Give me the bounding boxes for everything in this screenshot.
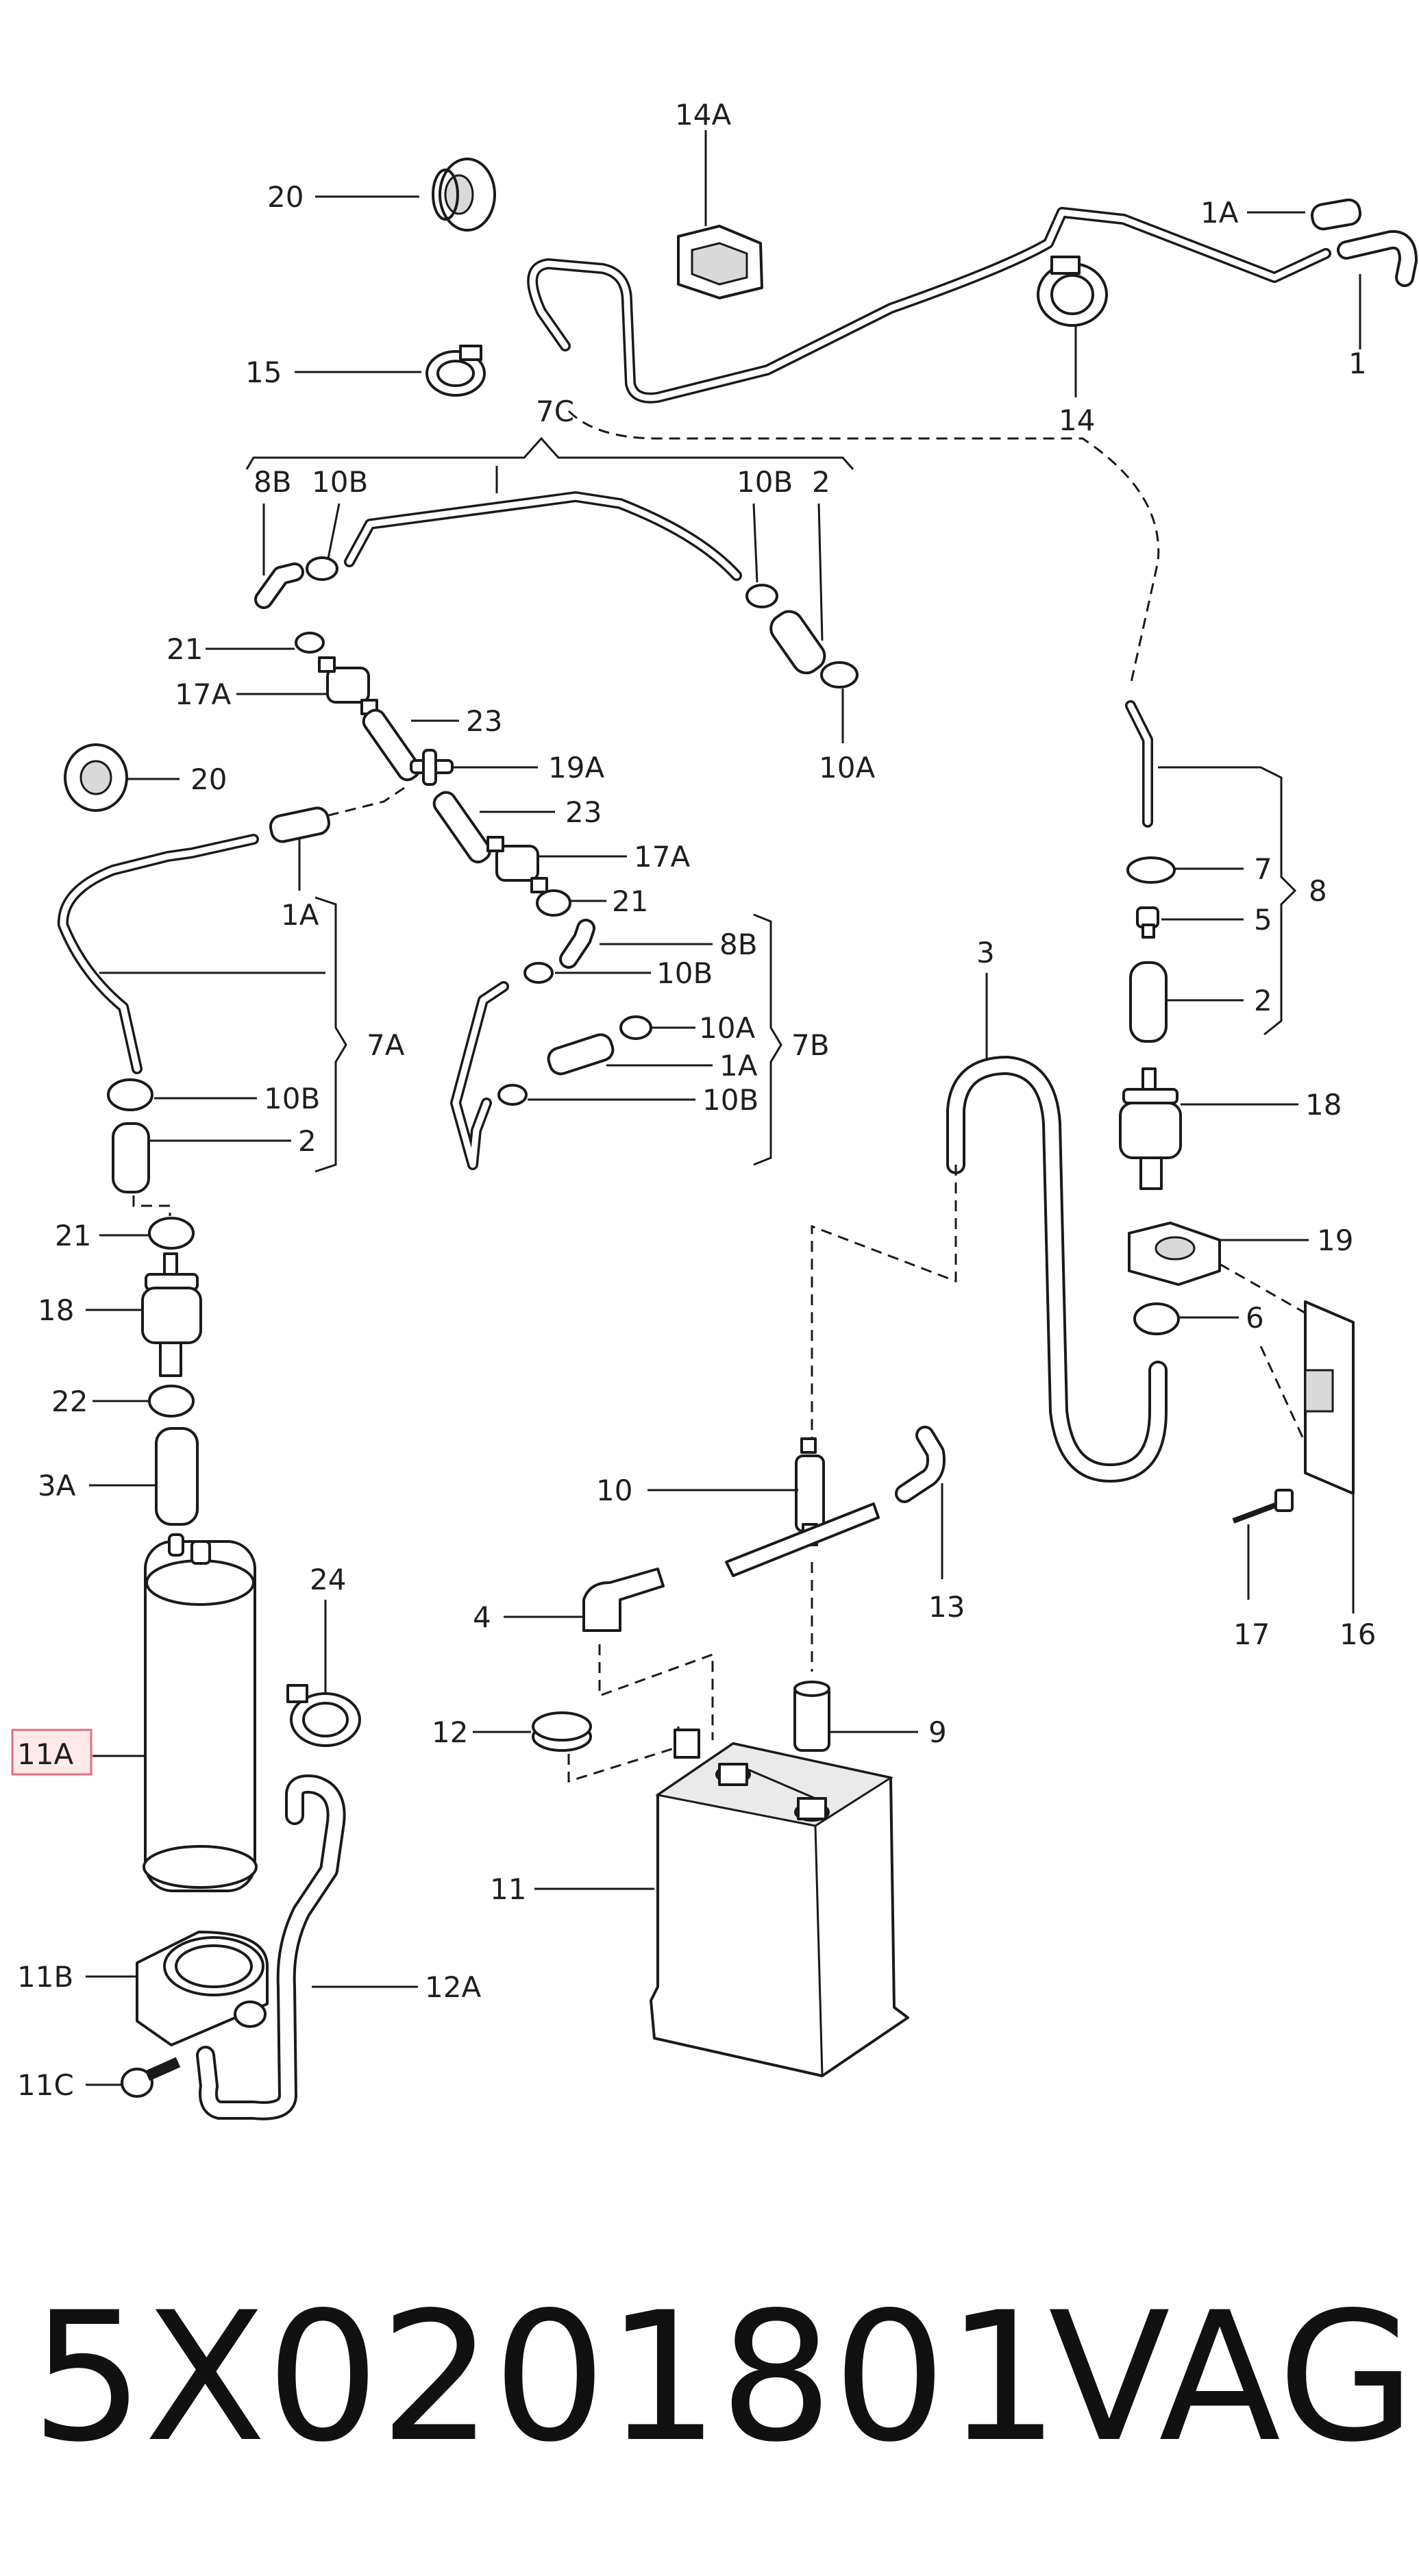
label-19A: 19A (548, 751, 604, 784)
label-13: 13 (928, 1590, 965, 1624)
label-20-mid: 20 (190, 763, 227, 796)
label-11A-highlight (11, 1729, 92, 1776)
label-11: 11 (490, 1872, 526, 1906)
label-10B-e: 10B (264, 1082, 320, 1115)
label-16: 16 (1340, 1618, 1376, 1651)
filter-18-right (1119, 1067, 1182, 1190)
label-17: 17 (1233, 1618, 1270, 1651)
label-2-a: 2 (812, 465, 830, 499)
label-10A-a: 10A (819, 751, 875, 784)
label-1A-b: 1A (719, 1049, 758, 1082)
bracket-plate-16 (1304, 1300, 1355, 1495)
label-21-c: 21 (55, 1219, 91, 1252)
filter-18-left (141, 1252, 202, 1377)
label-8B-b: 8B (719, 928, 758, 961)
label-6: 6 (1246, 1301, 1264, 1335)
label-10B-c: 10B (656, 956, 713, 990)
label-7B: 7B (791, 1028, 830, 1062)
label-17A-b: 17A (634, 840, 690, 874)
screw-17 (1232, 1489, 1294, 1524)
label-11A: 11A (17, 1737, 73, 1771)
clamp-24 (286, 1684, 361, 1747)
label-7A: 7A (367, 1028, 405, 1062)
label-2-c: 2 (1254, 984, 1272, 1017)
canister-box-11 (650, 1729, 909, 2077)
label-10B-d: 10B (702, 1083, 758, 1117)
valve-17A-b (486, 836, 548, 893)
screw-11C (121, 2057, 181, 2098)
fitting-5 (1136, 906, 1159, 939)
label-23-b: 23 (565, 795, 602, 829)
label-11B: 11B (17, 1960, 73, 1994)
cross-fitting-10 (725, 1437, 880, 1577)
elbow-cap-4 (582, 1568, 665, 1632)
label-12A: 12A (425, 1970, 481, 2004)
label-10A-b: 10A (699, 1011, 755, 1045)
label-7: 7 (1254, 852, 1272, 886)
clip-14A (677, 225, 763, 299)
bracket-19 (1128, 1222, 1221, 1286)
label-22: 22 (51, 1385, 88, 1418)
label-18-left: 18 (38, 1293, 74, 1327)
label-14: 14 (1059, 404, 1095, 437)
label-10B-a: 10B (312, 465, 368, 499)
label-1A-top: 1A (1200, 196, 1239, 230)
label-5: 5 (1254, 903, 1272, 937)
label-8: 8 (1309, 874, 1327, 908)
label-17A-a: 17A (175, 678, 231, 711)
label-21-b: 21 (612, 884, 648, 918)
label-18-right: 18 (1305, 1088, 1342, 1122)
label-4: 4 (473, 1600, 491, 1634)
grommet-20-top (432, 158, 496, 232)
label-15: 15 (245, 356, 282, 389)
label-7C: 7C (536, 395, 574, 428)
label-3A: 3A (38, 1469, 76, 1502)
label-9: 9 (928, 1716, 947, 1749)
cap-12 (532, 1711, 592, 1752)
label-8B-a: 8B (254, 465, 292, 499)
connector-9 (793, 1681, 830, 1752)
label-10B-b: 10B (737, 465, 793, 499)
label-11C: 11C (17, 2068, 74, 2102)
clamp-15 (425, 345, 486, 397)
label-19: 19 (1317, 1224, 1353, 1257)
label-1: 1 (1348, 347, 1367, 380)
canister-11A (143, 1533, 258, 1892)
label-21-a: 21 (166, 632, 203, 666)
label-14A: 14A (675, 98, 731, 132)
label-10: 10 (596, 1474, 632, 1507)
tee-19A (410, 749, 454, 786)
label-1A-mid: 1A (281, 898, 319, 932)
part-number: 5X0201801 (31, 2275, 1059, 2481)
label-3: 3 (976, 936, 995, 969)
clamp-14 (1037, 256, 1108, 327)
label-2-b: 2 (298, 1124, 317, 1158)
label-23-a: 23 (466, 704, 502, 738)
valve-17A-a (318, 656, 378, 715)
bracket-11B (136, 1931, 269, 2046)
label-20-top: 20 (267, 180, 304, 214)
brand-name: VAG (1048, 2275, 1416, 2481)
grommet-20-mid (64, 743, 128, 812)
hose-1A-top (1310, 198, 1362, 231)
label-12: 12 (432, 1716, 468, 1749)
label-24: 24 (310, 1563, 346, 1596)
